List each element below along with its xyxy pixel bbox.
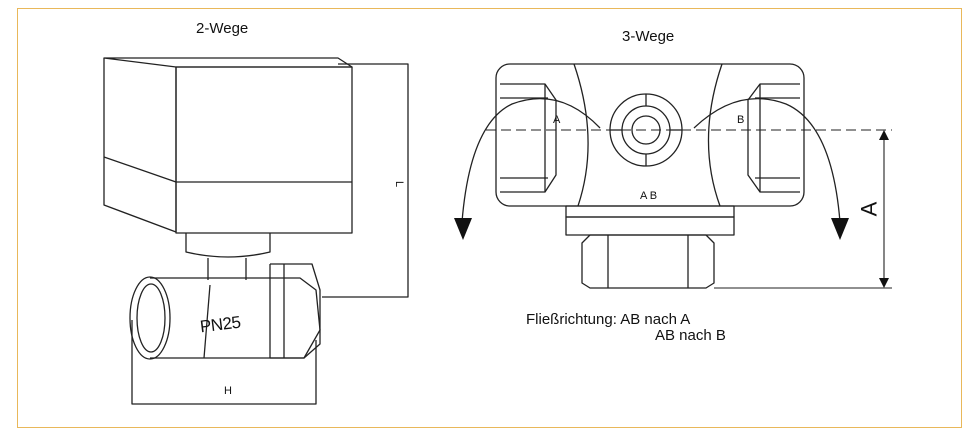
arrow-left: [454, 218, 472, 240]
flow-direction-line1: Fließrichtung: AB nach A: [526, 311, 691, 328]
valve-drawing: [103, 57, 892, 405]
port-AB-label: A B: [640, 190, 658, 202]
three-way-valve: [461, 63, 892, 289]
title-2way: 2-Wege: [196, 20, 249, 37]
bottom-nut: [581, 234, 715, 289]
dimension-H-label: H: [224, 385, 232, 397]
actuator-left-face: [103, 58, 177, 233]
port-B-label: B: [737, 114, 745, 126]
bottom-plate: [565, 205, 735, 218]
pipe-end-inner: [136, 283, 166, 353]
actuator-band-line: [103, 156, 352, 183]
dimension-L-label: L: [393, 180, 406, 188]
actuator-front-face: [175, 66, 353, 234]
dim-line-H: [131, 320, 317, 405]
flow-direction-line2: AB nach B: [655, 327, 726, 344]
valve-stem: [207, 258, 247, 280]
bottom-plate-2: [565, 216, 735, 236]
dim-line-L: [322, 63, 409, 298]
dimension-A-label: A: [856, 201, 882, 217]
arrow-right: [831, 218, 849, 240]
flow-arc-left: [461, 97, 601, 223]
flow-arc-right: [693, 97, 841, 223]
left-fitting: [500, 83, 557, 193]
title-3way: 3-Wege: [622, 28, 675, 45]
two-way-valve: [103, 57, 409, 405]
body-outline: [495, 63, 805, 207]
pipe-end-outer: [129, 276, 171, 360]
hex-nut: [270, 263, 321, 359]
port-A-label: A: [553, 114, 561, 126]
right-fitting: [747, 83, 800, 193]
actuator-top-face: [103, 57, 353, 68]
valve-neck: [185, 233, 271, 258]
